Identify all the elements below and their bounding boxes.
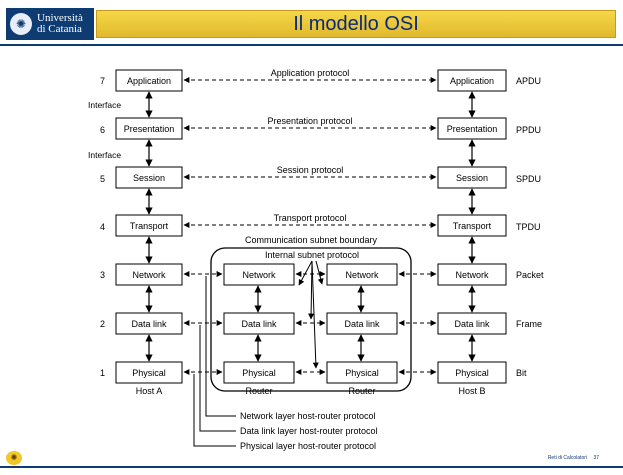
pdu-packet: Packet	[516, 270, 544, 280]
pdu-ppdu: PPDU	[516, 125, 541, 135]
layer-num-6: 6	[100, 125, 105, 135]
footer-page-number: 37	[593, 455, 599, 461]
logo-text-line2: di Catania	[37, 23, 82, 35]
logo-text-line1: Università	[37, 12, 83, 24]
host-b-presentation: Presentation	[447, 124, 498, 134]
legend-datalink: Data link layer host-router protocol	[240, 426, 378, 436]
pdu-frame: Frame	[516, 319, 542, 329]
host-b-session: Session	[456, 173, 488, 183]
host-b-physical: Physical	[455, 368, 489, 378]
slide-header: ✺ Università di Catania Il modello OSI	[0, 0, 623, 42]
layer-num-7: 7	[100, 76, 105, 86]
router1-physical: Physical	[242, 368, 276, 378]
host-b-transport: Transport	[453, 221, 492, 231]
host-a-physical: Physical	[132, 368, 166, 378]
layer-num-5: 5	[100, 174, 105, 184]
footer-course: Reti di Calcolatori	[547, 455, 587, 461]
host-a-presentation: Presentation	[124, 124, 175, 134]
pdu-apdu: APDU	[516, 76, 541, 86]
router2-datalink: Data link	[344, 319, 380, 329]
router1-label: Router	[245, 386, 272, 396]
subnet-boundary-label: Communication subnet boundary	[245, 235, 378, 245]
footer-logo-icon: ✺	[6, 451, 22, 465]
layer-num-2: 2	[100, 319, 105, 329]
host-b-datalink: Data link	[454, 319, 490, 329]
seal-icon: ✺	[10, 13, 32, 35]
pdu-tpdu: TPDU	[516, 222, 541, 232]
router2-physical: Physical	[345, 368, 379, 378]
host-b-network: Network	[455, 270, 489, 280]
host-b-application: Application	[450, 76, 494, 86]
logo-text: Università di Catania	[37, 13, 83, 35]
host-a-label: Host A	[136, 386, 163, 396]
interface-label-2: Interface	[88, 150, 121, 160]
router1-datalink: Data link	[241, 319, 277, 329]
presentation-protocol-label: Presentation protocol	[267, 116, 352, 126]
pdu-bit: Bit	[516, 368, 527, 378]
host-a-session: Session	[133, 173, 165, 183]
header-divider	[0, 44, 623, 46]
internal-protocol-label: Internal subnet protocol	[265, 250, 359, 260]
legend-physical: Physical layer host-router protocol	[240, 441, 376, 451]
router2-network: Network	[345, 270, 379, 280]
host-a-transport: Transport	[130, 221, 169, 231]
host-b-label: Host B	[458, 386, 485, 396]
session-protocol-label: Session protocol	[277, 165, 344, 175]
slide-title: Il modello OSI	[293, 12, 419, 35]
title-bar: Il modello OSI	[96, 10, 616, 38]
subnet-boundary	[210, 247, 412, 392]
pdu-spdu: SPDU	[516, 174, 541, 184]
host-a-application: Application	[127, 76, 171, 86]
layer-num-4: 4	[100, 222, 105, 232]
footer-divider	[0, 466, 623, 468]
host-a-datalink: Data link	[131, 319, 167, 329]
legend-network: Network layer host-router protocol	[240, 411, 376, 421]
interface-label-1: Interface	[88, 100, 121, 110]
university-logo: ✺ Università di Catania	[6, 8, 94, 40]
layer-num-1: 1	[100, 368, 105, 378]
host-a-network: Network	[132, 270, 166, 280]
router1-network: Network	[242, 270, 276, 280]
application-protocol-label: Application protocol	[271, 68, 350, 78]
transport-protocol-label: Transport protocol	[274, 213, 347, 223]
layer-num-3: 3	[100, 270, 105, 280]
router2-label: Router	[348, 386, 375, 396]
